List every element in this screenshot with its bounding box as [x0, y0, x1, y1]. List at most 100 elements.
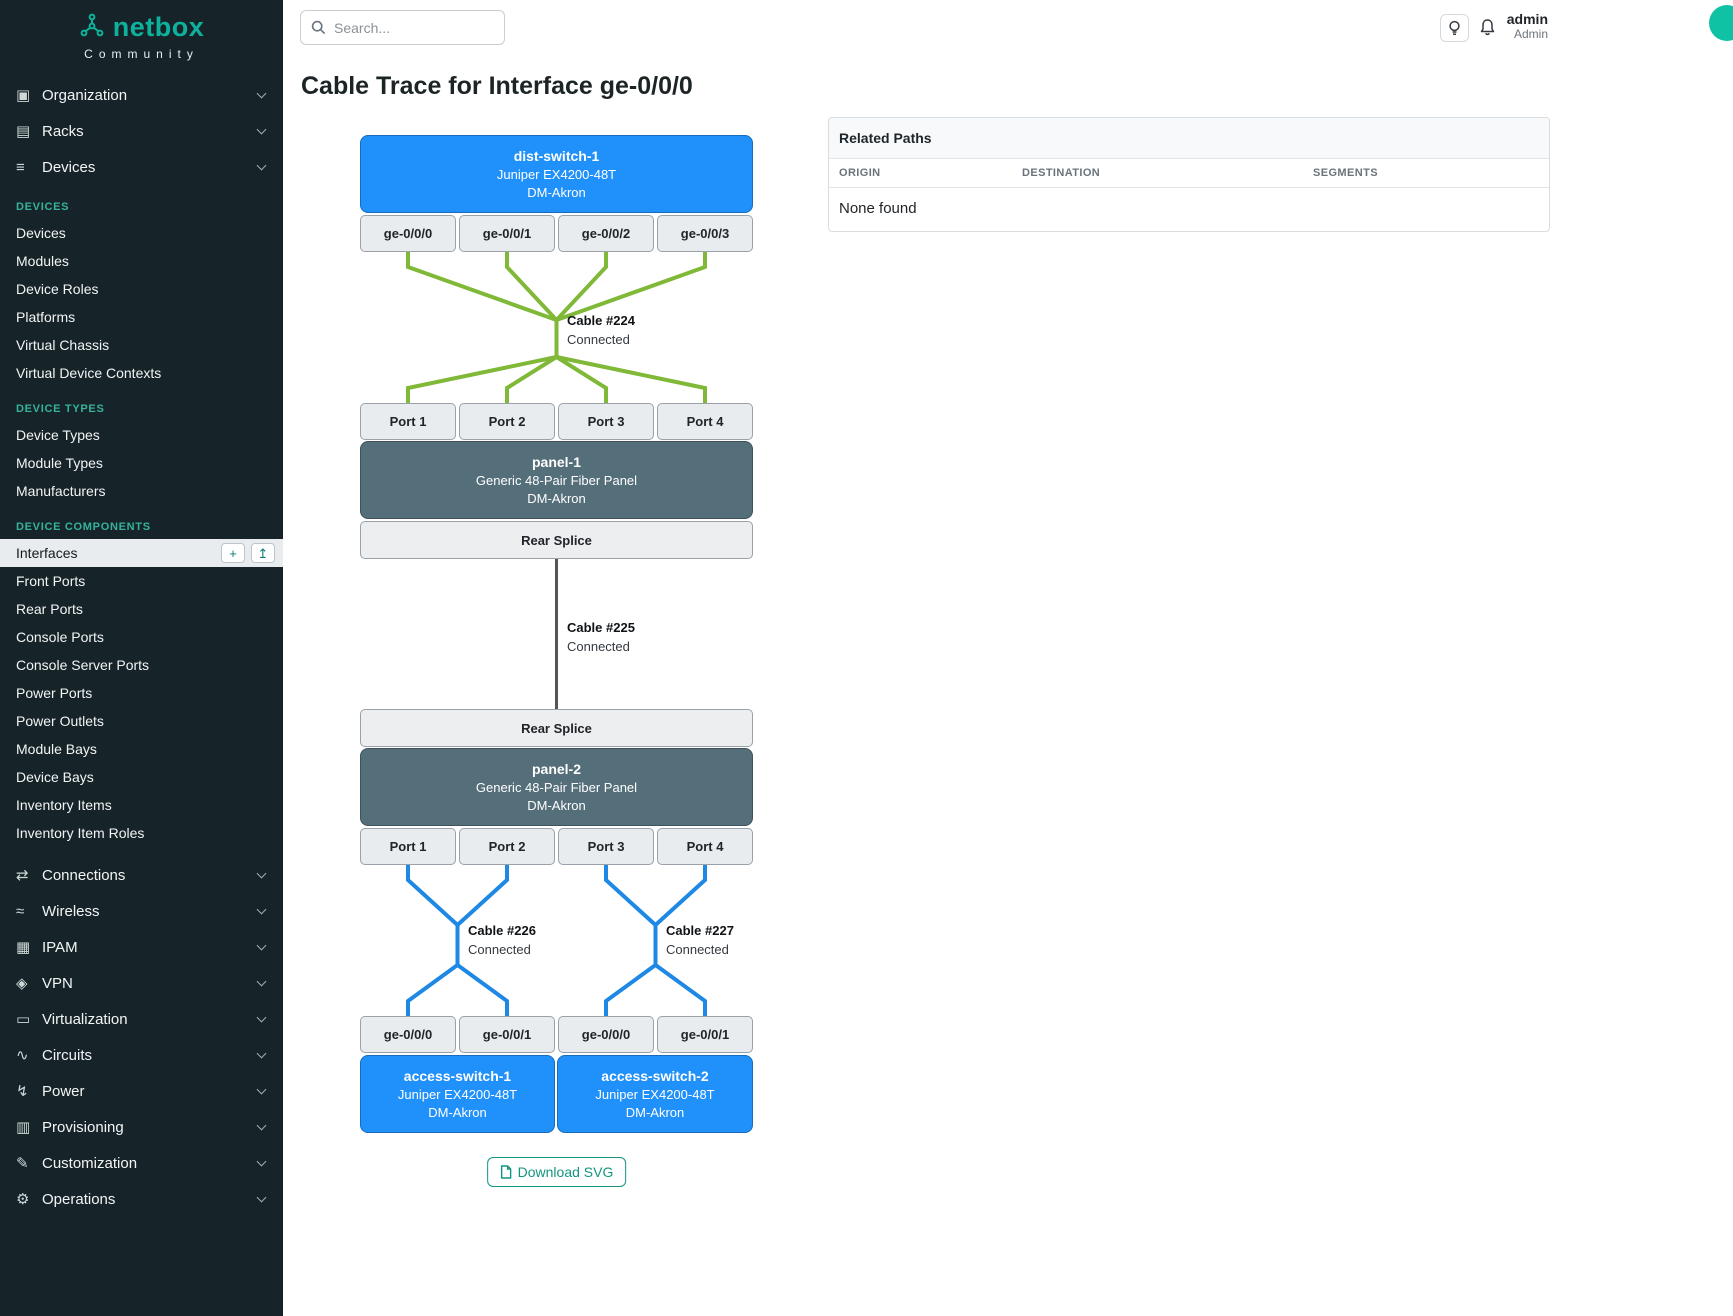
panel1-port-4[interactable]: Port 4: [657, 403, 753, 440]
interface-ge-0-0-1[interactable]: ge-0/0/1: [459, 215, 555, 252]
sidebar-item-circuits[interactable]: ∿ Circuits: [0, 1037, 283, 1073]
chevron-down-icon: [256, 904, 267, 915]
interface-ge-0-0-0[interactable]: ge-0/0/0: [360, 215, 456, 252]
panel1-port-1[interactable]: Port 1: [360, 403, 456, 440]
device-model: Juniper EX4200-48T: [397, 1087, 518, 1102]
sidebar-item-devices[interactable]: ≡ Devices: [0, 149, 283, 185]
sidebar-nav-top: ▣ Organization ▤ Racks ≡ Devices: [0, 77, 283, 185]
brand-subtitle: Community: [84, 47, 199, 61]
sidebar: netbox Community ▣ Organization ▤ Racks …: [0, 0, 283, 1316]
wireless-icon: ≈: [16, 902, 25, 920]
cable-name: Cable #225: [567, 620, 635, 635]
import-button[interactable]: ↥: [251, 543, 275, 563]
device-panel-1[interactable]: panel-1 Generic 48-Pair Fiber Panel DM-A…: [360, 441, 753, 519]
sidebar-item-module-bays[interactable]: Module Bays: [0, 735, 283, 763]
sidebar-item-module-types[interactable]: Module Types: [0, 449, 283, 477]
sidebar-item-racks[interactable]: ▤ Racks: [0, 113, 283, 149]
device-dist-switch-1[interactable]: dist-switch-1 Juniper EX4200-48T DM-Akro…: [360, 135, 753, 213]
section-header-device-types: DEVICE TYPES: [16, 403, 105, 415]
related-paths-title: Related Paths: [829, 118, 1549, 159]
sidebar-item-connections[interactable]: ⇄ Connections: [0, 857, 283, 893]
device-model: Generic 48-Pair Fiber Panel: [475, 780, 638, 795]
sidebar-item-vpn[interactable]: ◈ VPN: [0, 965, 283, 1001]
panel2-port-3[interactable]: Port 3: [558, 828, 654, 865]
panel2-port-2[interactable]: Port 2: [459, 828, 555, 865]
theme-toggle-button[interactable]: [1440, 14, 1469, 42]
sidebar-item-organization[interactable]: ▣ Organization: [0, 77, 283, 113]
access2-interface-ge-0-0-1[interactable]: ge-0/0/1: [657, 1016, 753, 1053]
sidebar-item-inventory-items[interactable]: Inventory Items: [0, 791, 283, 819]
sidebar-item-console-ports[interactable]: Console Ports: [0, 623, 283, 651]
item-label: Front Ports: [16, 573, 86, 589]
sidebar-item-inventory-item-roles[interactable]: Inventory Item Roles: [0, 819, 283, 847]
sidebar-item-virtualization[interactable]: ▭ Virtualization: [0, 1001, 283, 1037]
sidebar-item-rear-ports[interactable]: Rear Ports: [0, 595, 283, 623]
device-model: Juniper EX4200-48T: [595, 1087, 715, 1102]
sidebar-item-devices-list[interactable]: Devices: [0, 219, 283, 247]
interface-ge-0-0-3[interactable]: ge-0/0/3: [657, 215, 753, 252]
panel1-port-3[interactable]: Port 3: [558, 403, 654, 440]
ipam-icon: ▦: [16, 939, 31, 956]
sidebar-item-power-outlets[interactable]: Power Outlets: [0, 707, 283, 735]
item-label: Customization: [42, 1154, 138, 1172]
avatar[interactable]: [1709, 5, 1733, 41]
sidebar-item-virtual-device-contexts[interactable]: Virtual Device Contexts: [0, 359, 283, 387]
cable-225-label[interactable]: Cable #225 Connected: [567, 620, 635, 654]
item-label: Module Bays: [16, 741, 97, 757]
user-role: Admin: [1513, 27, 1548, 41]
user-name: admin: [1506, 11, 1548, 27]
provisioning-icon: ▥: [16, 1119, 31, 1136]
device-panel-2[interactable]: panel-2 Generic 48-Pair Fiber Panel DM-A…: [360, 748, 753, 826]
sidebar-item-provisioning[interactable]: ▥ Provisioning: [0, 1109, 283, 1145]
download-svg-button[interactable]: Download SVG: [486, 1157, 627, 1187]
access1-interface-ge-0-0-1[interactable]: ge-0/0/1: [459, 1016, 555, 1053]
sidebar-item-wireless[interactable]: ≈ Wireless: [0, 893, 283, 929]
search-input[interactable]: [334, 19, 504, 36]
item-label: Inventory Items: [16, 797, 112, 813]
cable-226-label[interactable]: Cable #226 Connected: [468, 923, 536, 957]
cable-227-label[interactable]: Cable #227 Connected: [666, 923, 734, 957]
brand-logo-text: netbox: [112, 12, 205, 42]
device-access-switch-1[interactable]: access-switch-1 Juniper EX4200-48T DM-Ak…: [360, 1055, 555, 1133]
sidebar-item-customization[interactable]: ✎ Customization: [0, 1145, 283, 1181]
notifications-button[interactable]: [1479, 18, 1496, 41]
sidebar-item-console-server-ports[interactable]: Console Server Ports: [0, 651, 283, 679]
sidebar-item-modules[interactable]: Modules: [0, 247, 283, 275]
sidebar-item-virtual-chassis[interactable]: Virtual Chassis: [0, 331, 283, 359]
access1-interface-ge-0-0-0[interactable]: ge-0/0/0: [360, 1016, 456, 1053]
sidebar-item-device-roles[interactable]: Device Roles: [0, 275, 283, 303]
user-menu[interactable]: admin Admin: [1507, 11, 1548, 41]
panel2-rear-splice[interactable]: Rear Splice: [360, 709, 753, 747]
sidebar-item-power-ports[interactable]: Power Ports: [0, 679, 283, 707]
sidebar-item-operations[interactable]: ⚙ Operations: [0, 1181, 283, 1217]
add-button[interactable]: +: [221, 543, 245, 563]
sidebar-item-power[interactable]: ↯ Power: [0, 1073, 283, 1109]
cable-224-label[interactable]: Cable #224 Connected: [567, 313, 635, 347]
file-icon: [500, 1165, 511, 1179]
access2-interface-ge-0-0-0[interactable]: ge-0/0/0: [558, 1016, 654, 1053]
sidebar-item-interfaces[interactable]: Interfaces + ↥: [0, 539, 283, 567]
item-label: Interfaces: [16, 545, 78, 561]
panel2-port-1[interactable]: Port 1: [360, 828, 456, 865]
panel1-rear-splice[interactable]: Rear Splice: [360, 521, 753, 559]
chevron-down-icon: [256, 88, 267, 99]
interface-ge-0-0-2[interactable]: ge-0/0/2: [558, 215, 654, 252]
sidebar-item-front-ports[interactable]: Front Ports: [0, 567, 283, 595]
sidebar-item-label: Racks: [42, 122, 84, 140]
item-label: Power Outlets: [16, 713, 104, 729]
sidebar-item-device-bays[interactable]: Device Bays: [0, 763, 283, 791]
device-access-switch-2[interactable]: access-switch-2 Juniper EX4200-48T DM-Ak…: [557, 1055, 753, 1133]
cable-status: Connected: [468, 942, 531, 957]
item-label: Virtual Device Contexts: [16, 365, 162, 381]
chevron-down-icon: [256, 1048, 267, 1059]
item-label: Console Server Ports: [16, 657, 150, 673]
bell-icon: [1480, 19, 1495, 36]
brand[interactable]: netbox Community: [0, 0, 283, 61]
sidebar-item-device-types[interactable]: Device Types: [0, 421, 283, 449]
section-header-device-components: DEVICE COMPONENTS: [16, 521, 151, 533]
sidebar-item-platforms[interactable]: Platforms: [0, 303, 283, 331]
panel1-port-2[interactable]: Port 2: [459, 403, 555, 440]
panel2-port-4[interactable]: Port 4: [657, 828, 753, 865]
sidebar-item-ipam[interactable]: ▦ IPAM: [0, 929, 283, 965]
sidebar-item-manufacturers[interactable]: Manufacturers: [0, 477, 283, 505]
